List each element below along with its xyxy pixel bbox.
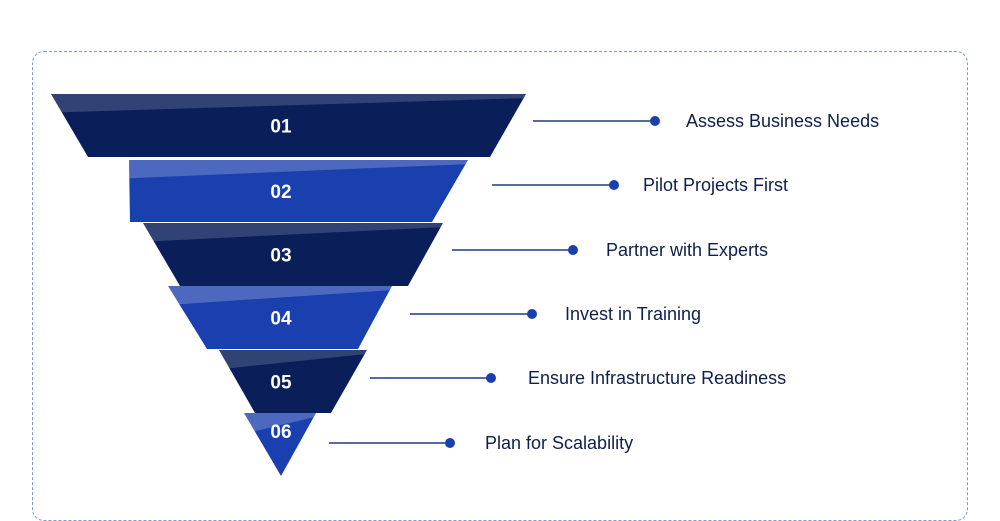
connector-dot-icon	[445, 438, 455, 448]
segment-highlight-02	[129, 160, 468, 179]
step-number: 02	[270, 182, 291, 203]
funnel-segment-04	[168, 286, 392, 349]
funnel-segment-05	[219, 350, 367, 413]
step-label: Plan for Scalability	[485, 433, 633, 453]
segment-highlight-05	[219, 350, 367, 369]
connector-dot-icon	[568, 245, 578, 255]
funnel-segment-02	[129, 160, 468, 222]
connector-dot-icon	[486, 373, 496, 383]
step-label: Assess Business Needs	[686, 111, 879, 131]
funnel-segment-01	[51, 94, 526, 157]
step-label: Pilot Projects First	[643, 175, 788, 195]
step-label: Invest in Training	[565, 304, 701, 324]
step-number: 01	[270, 117, 292, 138]
funnel-segment-03	[143, 223, 443, 286]
step-number: 03	[270, 246, 291, 267]
segment-highlight-06	[244, 413, 316, 432]
connector-dot-icon	[527, 309, 537, 319]
step-number: 05	[270, 373, 292, 394]
segment-highlight-04	[168, 286, 392, 305]
segment-highlight-03	[143, 223, 443, 242]
funnel-diagram: 01 Assess Business Needs 02 Pilot Projects …	[51, 94, 879, 476]
step-number: 04	[270, 309, 292, 330]
step-label: Partner with Experts	[606, 240, 768, 260]
step-label: Ensure Infrastructure Readiness	[528, 368, 786, 388]
connector-dot-icon	[650, 116, 660, 126]
step-number: 06	[270, 422, 291, 443]
segment-highlight-01	[51, 94, 526, 113]
connector-dot-icon	[609, 180, 619, 190]
funnel-segment-06	[244, 413, 316, 476]
